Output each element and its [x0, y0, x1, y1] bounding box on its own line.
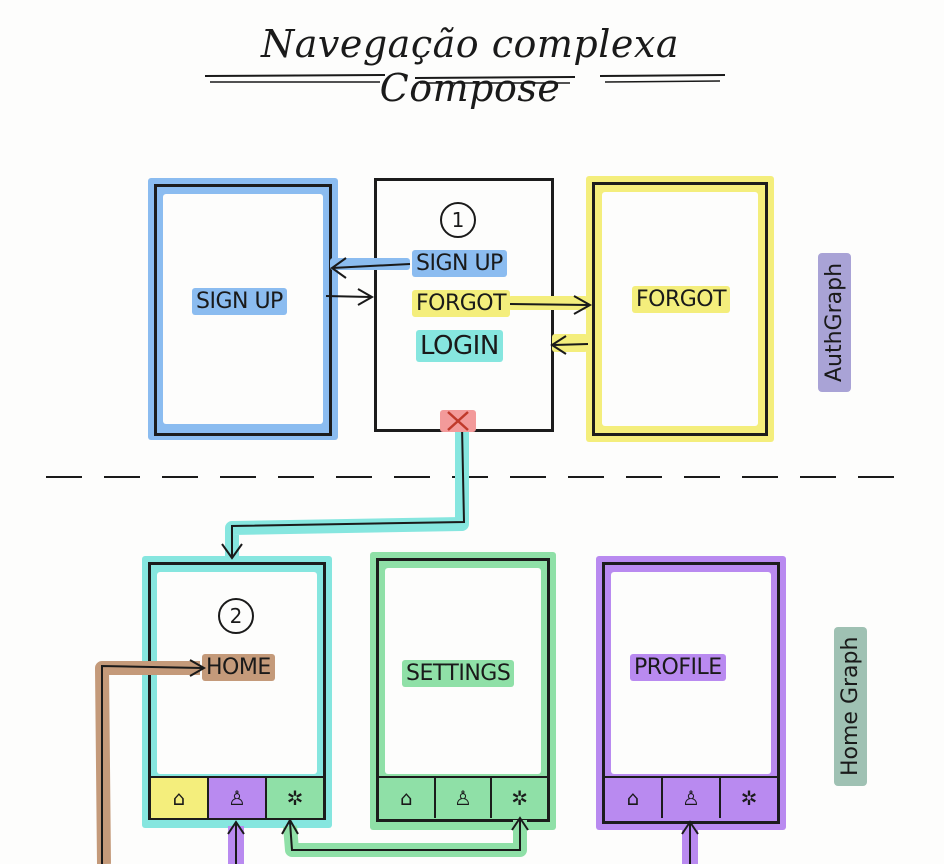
profile-tab-settings[interactable]: ✲ [721, 778, 777, 818]
arrow-settings-tabs-link [281, 816, 529, 851]
home-tab-home[interactable]: ⌂ [151, 778, 209, 818]
profile-tab-home[interactable]: ⌂ [605, 778, 663, 818]
title-underline [204, 74, 726, 84]
home-tab-settings[interactable]: ✲ [267, 778, 323, 818]
arrow-login-to-home [221, 425, 466, 560]
home-screen [148, 562, 326, 820]
settings-screen [376, 558, 550, 822]
arrow-to-home-label [101, 659, 207, 864]
home-screen-number: 2 [218, 598, 254, 634]
settings-tab-profile[interactable]: ♙ [436, 778, 493, 818]
profile-bottom-nav: ⌂ ♙ ✲ [605, 776, 777, 818]
arrow-login-to-signup [330, 257, 411, 279]
arrow-signup-to-login [325, 288, 375, 306]
signup-screen [154, 184, 332, 436]
settings-tab-home[interactable]: ⌂ [379, 778, 436, 818]
home-icon: ⌂ [399, 786, 413, 810]
home-screen-label: HOME [202, 654, 275, 681]
settings-screen-label: SETTINGS [402, 660, 515, 687]
settings-tab-settings[interactable]: ✲ [492, 778, 548, 818]
login-login-button[interactable]: LOGIN [416, 330, 503, 362]
forgot-screen-label: FORGOT [632, 286, 731, 313]
signup-screen-label: SIGN UP [192, 288, 287, 315]
home-tab-profile[interactable]: ♙ [209, 778, 267, 818]
login-signup-button[interactable]: SIGN UP [412, 250, 507, 277]
profile-screen-label: PROFILE [630, 654, 726, 681]
diagram-title: Navegação complexa Compose [261, 22, 679, 110]
settings-bottom-nav: ⌂ ♙ ✲ [379, 776, 548, 818]
home-icon: ⌂ [626, 786, 640, 810]
settings-icon: ✲ [740, 786, 758, 810]
person-icon: ♙ [454, 786, 472, 810]
home-bottom-nav: ⌂ ♙ ✲ [151, 776, 323, 818]
settings-icon: ✲ [511, 786, 529, 810]
person-icon: ♙ [228, 786, 246, 810]
person-icon: ♙ [682, 786, 700, 810]
home-icon: ⌂ [172, 786, 186, 810]
forgot-screen [592, 182, 768, 436]
login-screen-number: 1 [440, 202, 476, 238]
arrow-to-home-profile-tab [227, 820, 245, 864]
settings-icon: ✲ [286, 786, 304, 810]
arrow-forgot-to-login [550, 335, 589, 355]
pop-up-close-icon [447, 411, 469, 431]
arrow-to-profile-tab [681, 820, 699, 864]
login-forgot-button[interactable]: FORGOT [412, 290, 511, 317]
profile-tab-profile[interactable]: ♙ [663, 778, 721, 818]
arrow-login-to-forgot [509, 295, 593, 315]
